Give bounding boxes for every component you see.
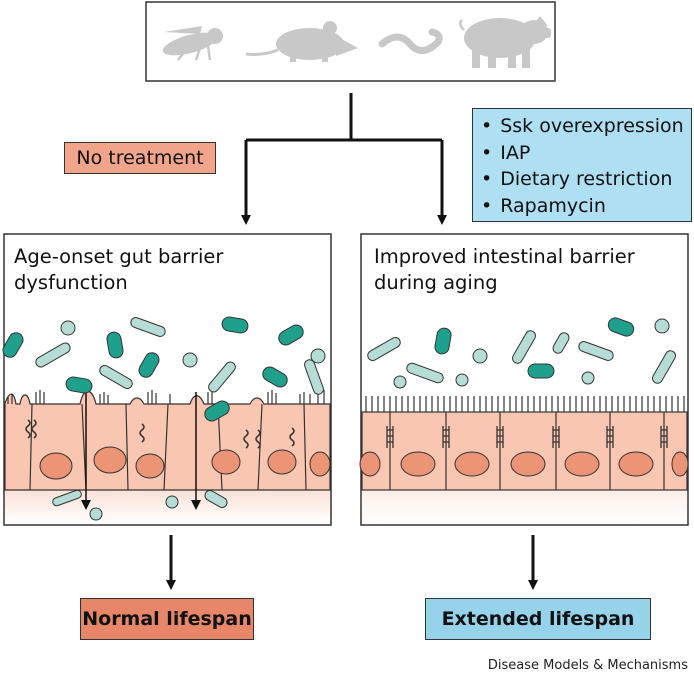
treatment-item: Rapamycin xyxy=(481,193,691,220)
treatment-list: Ssk overexpression IAP Dietary restricti… xyxy=(481,113,691,219)
model-organisms-box xyxy=(145,1,556,82)
pig-icon xyxy=(459,16,551,68)
worm-icon xyxy=(378,28,443,54)
normal-lifespan-label: Normal lifespan xyxy=(80,598,254,640)
no-treatment-label: No treatment xyxy=(64,142,216,174)
treatment-item: Ssk overexpression xyxy=(481,113,691,140)
branch-connectors xyxy=(241,93,447,225)
left-bacteria xyxy=(2,316,326,521)
left-epithelium xyxy=(4,390,331,491)
right-bacteria xyxy=(367,317,676,389)
treatment-item: IAP xyxy=(481,140,691,167)
extended-lifespan-text: Extended lifespan xyxy=(441,608,635,630)
journal-credit: Disease Models & Mechanisms xyxy=(487,658,688,673)
extended-lifespan-label: Extended lifespan xyxy=(425,598,651,640)
right-panel xyxy=(359,233,689,526)
right-epithelium xyxy=(359,396,689,491)
treatment-list-box: Ssk overexpression IAP Dietary restricti… xyxy=(472,108,692,222)
right-panel-title: Improved intestinal barrier during aging xyxy=(374,245,635,294)
left-panel-title: Age-onset gut barrier dysfunction xyxy=(14,245,224,294)
fly-icon xyxy=(162,26,223,61)
mouse-icon xyxy=(245,21,358,62)
left-panel xyxy=(2,233,332,526)
normal-lifespan-text: Normal lifespan xyxy=(82,608,252,630)
no-treatment-text: No treatment xyxy=(76,147,204,169)
treatment-item: Dietary restriction xyxy=(481,166,691,193)
